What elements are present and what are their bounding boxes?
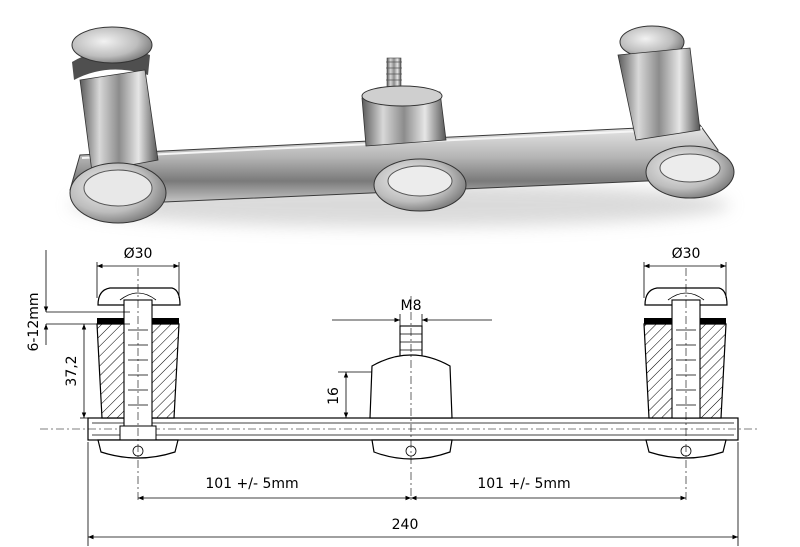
spacing-right-label: 101 +/- 5mm	[477, 476, 570, 492]
fitting-height-label: 37,2	[64, 355, 80, 386]
glass-thickness-label: 6-12mm	[26, 292, 42, 351]
diameter-left-label: Ø30	[124, 246, 153, 262]
dimension-stud-height: 16	[326, 371, 372, 419]
stud-height-label: 16	[326, 387, 342, 405]
dimension-glass-thickness: 6-12mm	[26, 250, 130, 352]
thread-label: M8	[401, 298, 422, 314]
left-fitting	[96, 268, 181, 500]
overall-length-label: 240	[392, 517, 419, 533]
dimension-fitting-height: 37,2	[64, 324, 96, 419]
dimension-spacing: 101 +/- 5mm 101 +/- 5mm	[138, 476, 686, 501]
center-stud	[369, 296, 453, 500]
dimension-overall-length: 240	[87, 442, 739, 546]
spacing-left-label: 101 +/- 5mm	[205, 476, 298, 492]
dimension-thread: M8	[332, 298, 492, 330]
dimension-diameter-right: Ø30	[643, 246, 727, 298]
technical-drawing: Ø30 Ø30 6-12mm 37,2 M	[26, 246, 760, 546]
product-photo	[69, 25, 735, 227]
right-fitting	[643, 268, 728, 500]
dimension-diameter-left: Ø30	[96, 246, 180, 298]
diameter-right-label: Ø30	[672, 246, 701, 262]
